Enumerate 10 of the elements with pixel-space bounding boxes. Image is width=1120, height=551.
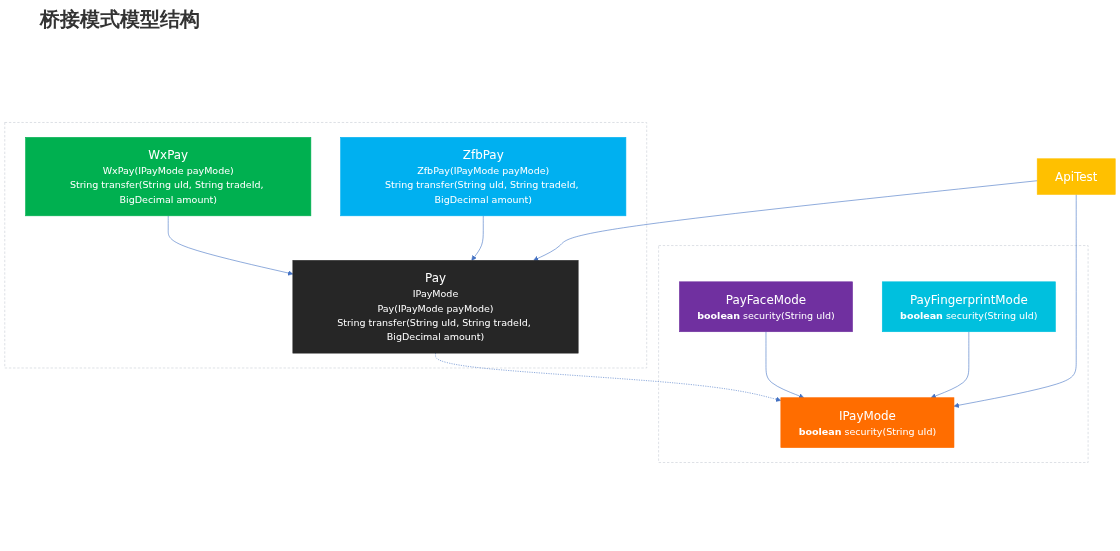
node-box: WxPay WxPay(IPayMode payMode) String transfer(String uId, String tradeId, BigDecimal amount)	[25, 137, 312, 217]
node-box: PayFingerprintMode boolean security(String uId)	[881, 281, 1056, 333]
cluster	[4, 122, 647, 369]
node-box: ApiTest	[1036, 158, 1116, 195]
node-box: ZfbPay ZfbPay(IPayMode payMode) String transfer(String uId, String tradeId, BigDecimal amount)	[340, 137, 627, 217]
node-box: Pay IPayMode Pay(IPayMode payMode) String transfer(String uId, String tradeId, BigDecimal amount)	[292, 260, 579, 354]
node-box: IPayMode boolean security(String uId)	[780, 397, 955, 448]
cluster	[658, 245, 1089, 463]
node-box: PayFaceMode boolean security(String uId)	[679, 281, 853, 333]
diagram-title: 桥接模式模型结构	[40, 6, 200, 33]
